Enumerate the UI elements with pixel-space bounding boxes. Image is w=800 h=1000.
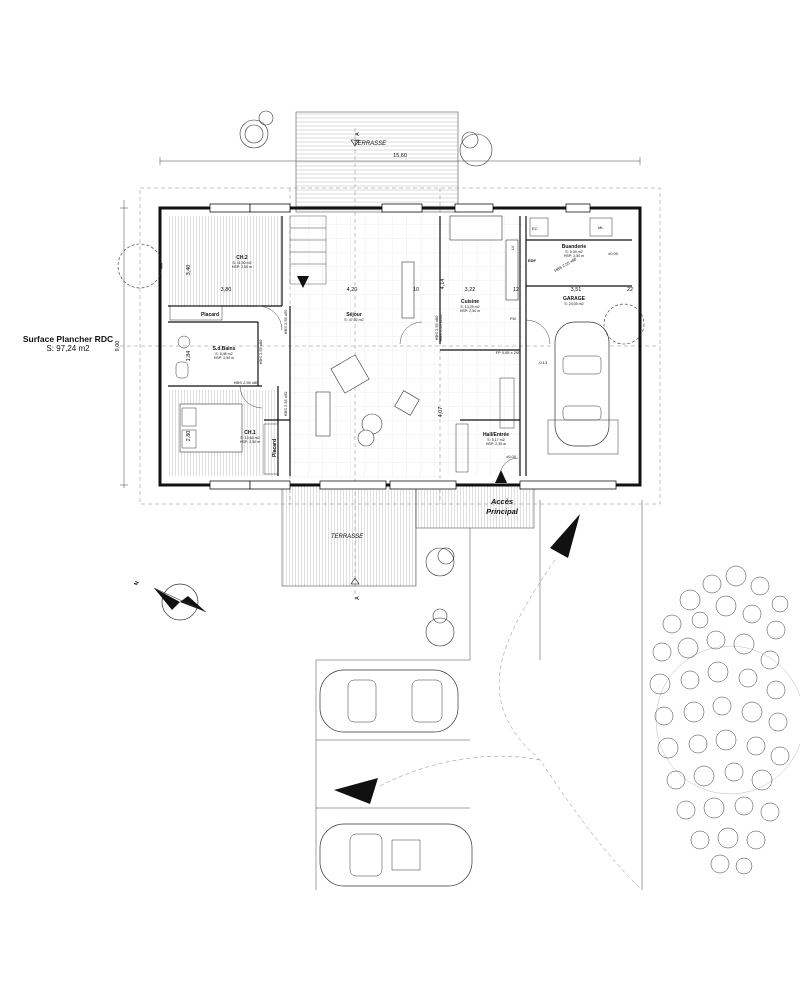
room-ch1: CH.1 S: 10,64 m2 HSP: 2,50 m [240, 430, 260, 444]
site-layout [315, 500, 643, 891]
ch1-name: CH.1 [244, 430, 256, 436]
cuisine-name: Cuisine [461, 299, 479, 305]
driveway-arrow-left [334, 778, 378, 804]
room-ch2: CH.2 S: 11,30 m2 HSP: 2,50 m [232, 255, 252, 269]
room-sdb: S.d.Bains S: 5,48 m2 HSP: 2,50 m [213, 346, 236, 360]
opening-tag-hall: FP 0.65 x 200 [496, 350, 522, 355]
fixture-edf: EDF [528, 258, 537, 263]
dim-mark-12: 12 [513, 287, 519, 293]
dimension-lines: 15,60 9,00 [115, 153, 641, 488]
entrance-line-1: Accès [490, 497, 513, 506]
dim-ch1-depth: 2,80 [186, 431, 192, 442]
exterior-walls [158, 203, 642, 490]
dim-mark-10: 10 [413, 287, 419, 293]
svg-text:A: A [355, 596, 361, 600]
level-hall: ±0,00 [506, 454, 517, 459]
staircase [289, 215, 327, 288]
room-cuisine: Cuisine S: 13,29 m2 HSP: 2,50 m [460, 299, 480, 313]
parked-car-top [319, 669, 459, 733]
dim-mark-22: 22 [627, 287, 633, 293]
buanderie-hsp: HSP: 2,50 m [564, 254, 584, 258]
sdb-surface: S: 5,48 m2 [215, 352, 232, 356]
ch2-floor [168, 216, 282, 306]
opening-tag-cuisine: HBS 2.55 x220 [438, 314, 443, 342]
room-garage: GARAGE S: 24,05 m2 [563, 296, 586, 306]
placard-vertical-label: Placard [272, 439, 278, 457]
north-arrow: N [134, 580, 207, 621]
terrace-bottom-label: TERRASSE [331, 534, 364, 540]
main-entrance: Accès Principal [486, 470, 519, 516]
opening-tag-garage: HBS 2.55 x80 [553, 256, 578, 273]
opening-tag-ch2: HBS 2.55 x90 [283, 309, 288, 334]
room-hall: Hall/Entrée S: 5,17 m2 HSP: 2,35 m [483, 432, 509, 446]
hall-name: Hall/Entrée [483, 432, 509, 438]
dim-sejour-width: 4,20 [347, 287, 358, 293]
total-depth-dimension: 9,00 [115, 341, 121, 352]
opening-tag-sejour: HBS 2.55 x80 [434, 315, 439, 340]
opening-tag-sdb: HBS 2.55 x80 [258, 339, 263, 364]
opening-tag-ch1-2: HBS 2.55 x90 [283, 391, 288, 416]
dim-sdb-depth: 1,84 [186, 351, 192, 362]
opening-tag-ch1: HBS 2.55 x80 [234, 380, 259, 385]
sdb-hsp: HSP: 2,50 m [214, 356, 234, 360]
level-garage: -0.13 [538, 360, 548, 365]
terrace-top: TERRASSE [295, 111, 459, 213]
ch2-hsp: HSP: 2,50 m [232, 265, 252, 269]
tree-canopy-cluster [649, 565, 800, 875]
room-buanderie: Buanderie S: 5,39 m2 HSP: 2,50 m [562, 244, 587, 258]
garage-name: GARAGE [563, 296, 586, 302]
garage-surface: S: 24,05 m2 [564, 302, 583, 306]
terrace-top-label: TERRASSE [354, 141, 387, 147]
buanderie-surface: S: 5,39 m2 [565, 250, 582, 254]
hall-floor [440, 346, 520, 476]
cuisine-surface: S: 13,29 m2 [460, 305, 479, 309]
ch2-name: CH.2 [236, 255, 248, 261]
dim-ch2-depth: 3,40 [186, 265, 192, 276]
room-sejour: Séjour S: 47,92 m2 [344, 312, 363, 322]
dim-garage-width: 3,51 [571, 287, 582, 293]
sejour-name: Séjour [346, 312, 362, 318]
dim-hall-depth: 4,07 [438, 407, 444, 418]
trees [117, 110, 645, 647]
fixture-fm: FM [510, 316, 516, 321]
ch1-surface: S: 10,64 m2 [240, 436, 259, 440]
fixture-lv: LV [510, 245, 515, 250]
placard-label: Placard [201, 312, 219, 318]
hall-hsp: HSP: 2,35 m [486, 442, 506, 446]
sejour-surface: S: 47,92 m2 [344, 318, 363, 322]
sdb-name: S.d.Bains [213, 346, 236, 352]
garage-car [547, 321, 619, 455]
level-buanderie: ±0,00 [608, 251, 619, 256]
fixture-ec: EC [532, 226, 538, 231]
dim-cuisine-depth: 4,14 [440, 279, 446, 290]
buanderie-name: Buanderie [562, 244, 587, 250]
cuisine-hsp: HSP: 2,50 m [460, 309, 480, 313]
ch2-surface: S: 11,30 m2 [232, 261, 251, 265]
fixture-ml: ML [598, 225, 604, 230]
furniture [169, 215, 613, 475]
parked-car-bottom [319, 823, 473, 887]
driveway-arrow-up [550, 514, 580, 558]
hall-surface: S: 5,17 m2 [487, 438, 504, 442]
section-mark-top: A [350, 132, 361, 147]
entrance-line-2: Principal [486, 507, 519, 516]
total-width-dimension: 15,60 [393, 153, 407, 159]
section-mark-bottom: A [350, 577, 361, 600]
north-label: N [134, 580, 141, 586]
terrace-bottom: TERRASSE [281, 483, 535, 587]
svg-text:A: A [355, 132, 361, 136]
floor-area-value: S: 97,24 m2 [46, 344, 90, 353]
floor-area-title: Surface Plancher RDC [22, 334, 114, 344]
interior-walls [168, 216, 632, 476]
ch1-hsp: HSP: 2,50 m [240, 440, 260, 444]
door-swings [239, 305, 551, 477]
dim-ch2-width: 3,80 [221, 287, 232, 293]
dim-cuisine-width: 3,22 [465, 287, 476, 293]
floor-area-summary: Surface Plancher RDC S: 97,24 m2 [6, 334, 130, 353]
